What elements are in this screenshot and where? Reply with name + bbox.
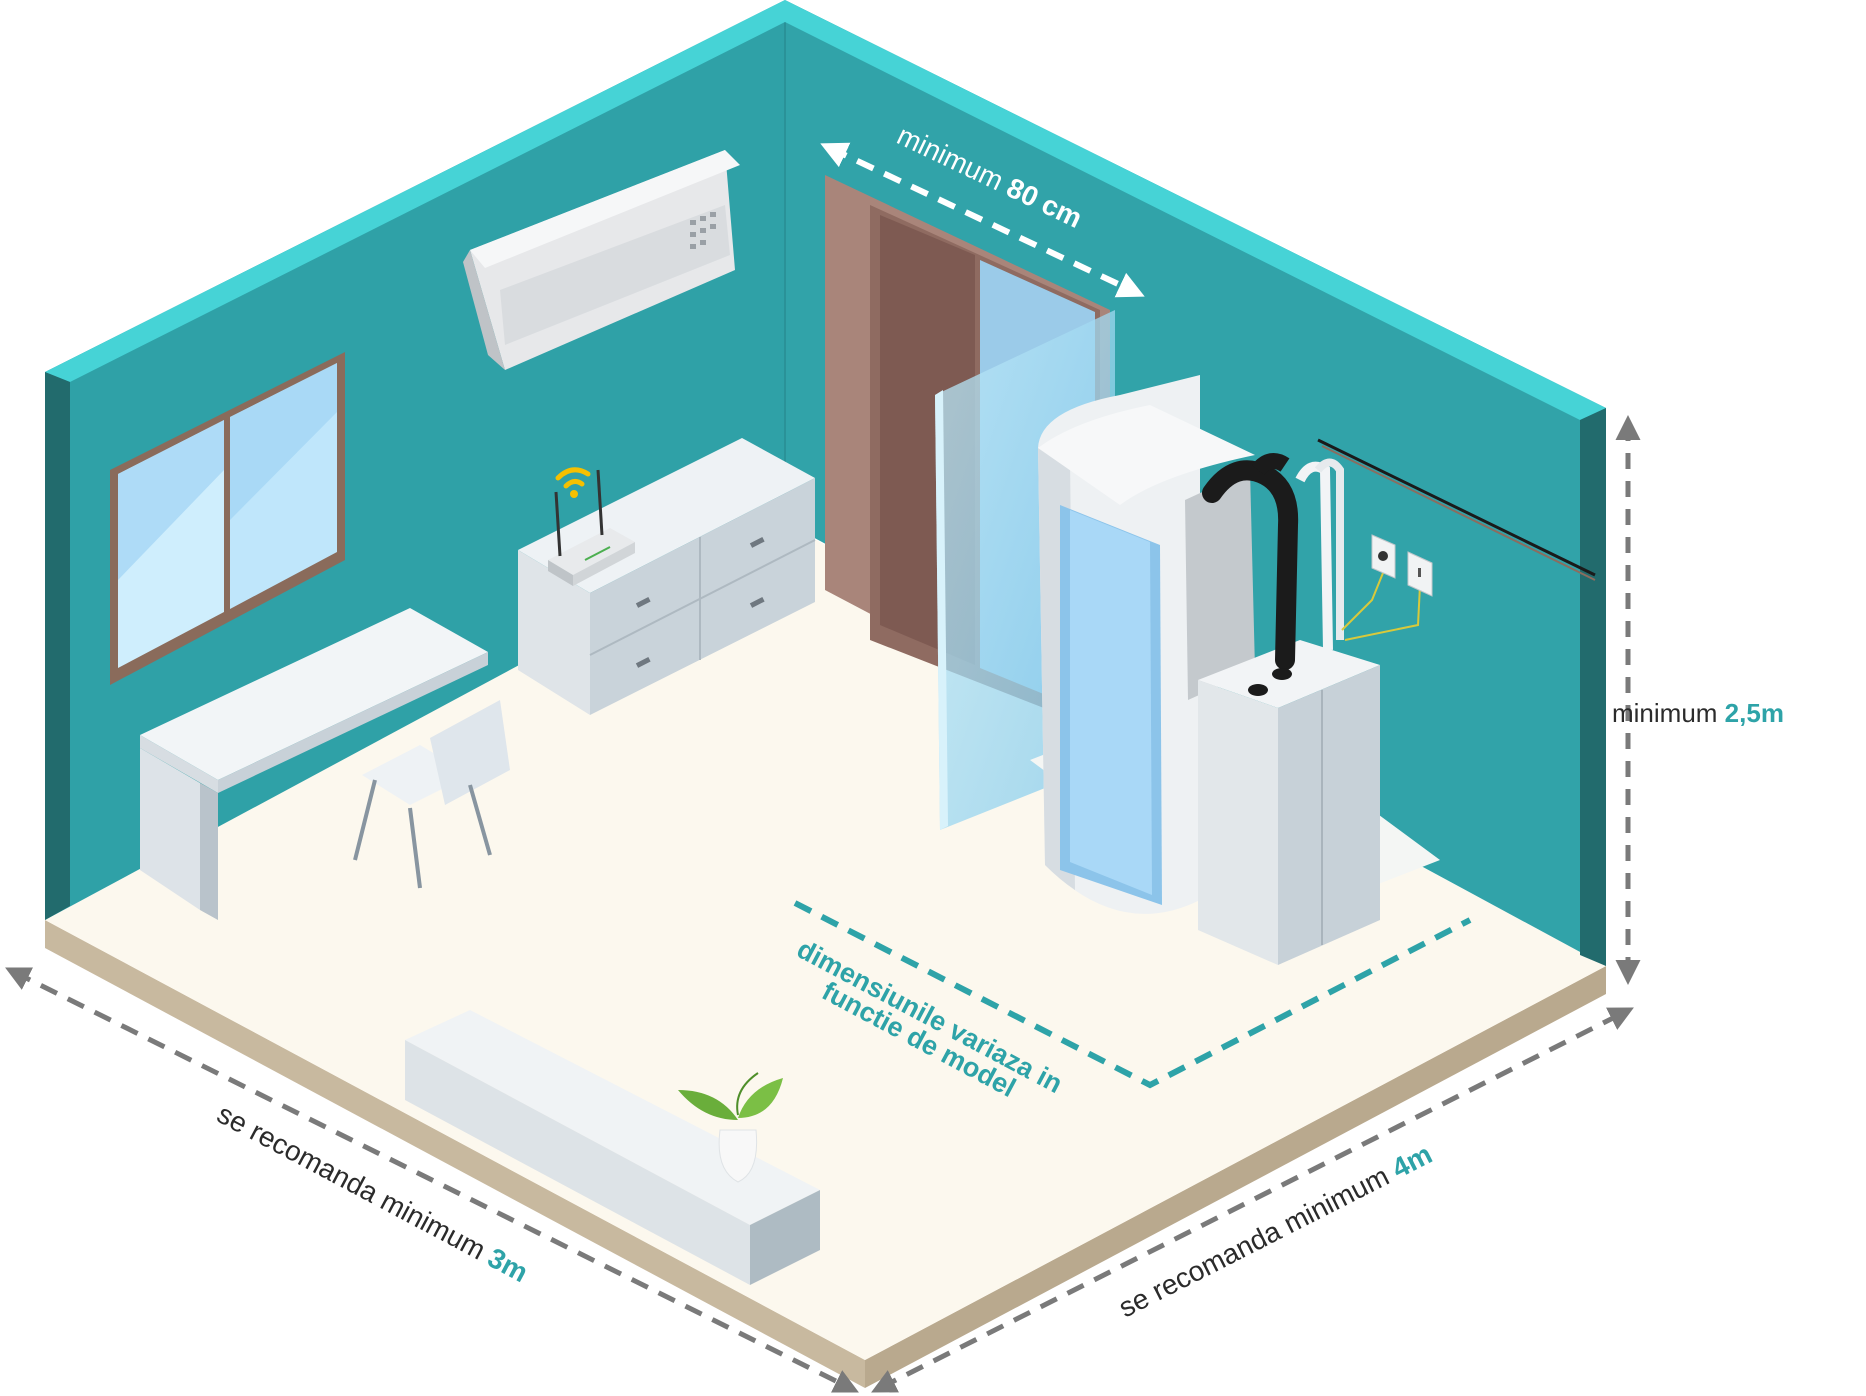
left-wall-top bbox=[45, 0, 785, 382]
unit-footprint-outline bbox=[793, 900, 1472, 1089]
chair bbox=[353, 700, 510, 889]
air-conditioner-icon bbox=[463, 150, 740, 370]
width-arrow bbox=[871, 1007, 1634, 1393]
router-icon bbox=[548, 469, 635, 586]
desk bbox=[140, 608, 488, 920]
right-wall-end bbox=[1580, 408, 1606, 966]
left-wall-end bbox=[45, 372, 70, 920]
depth-arrow bbox=[5, 967, 859, 1393]
right-wall-top bbox=[785, 0, 1606, 420]
wifi-icon bbox=[555, 467, 591, 498]
door-width-arrow bbox=[820, 142, 1145, 298]
power-socket-icon bbox=[1371, 534, 1396, 579]
window bbox=[110, 352, 345, 685]
heat-pump-unit bbox=[1030, 375, 1596, 965]
light-switch-icon bbox=[1407, 551, 1433, 597]
height-label: minimum 2,5m bbox=[1612, 698, 1784, 728]
